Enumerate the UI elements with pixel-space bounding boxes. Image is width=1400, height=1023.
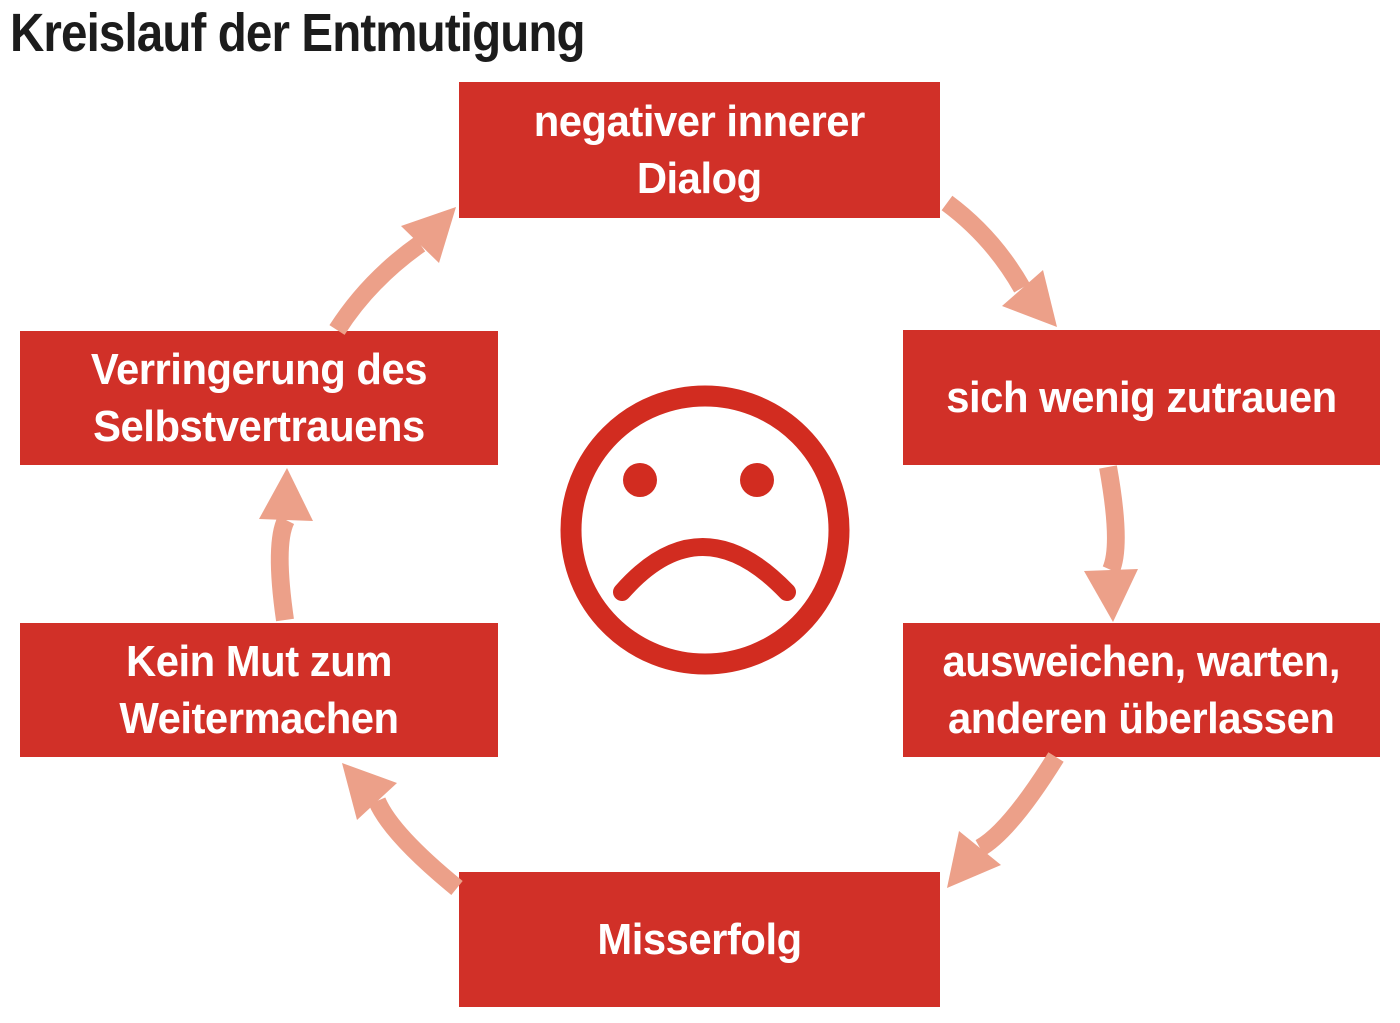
cycle-node-sich-wenig-zutrauen: sich wenig zutrauen bbox=[903, 330, 1380, 465]
flow-arrow-zutrauen-to-ausweichen bbox=[1084, 465, 1138, 622]
cycle-node-label: Kein Mut zum Weitermachen bbox=[119, 636, 399, 743]
cycle-node-verringerung: Verringerung des Selbstvertrauens bbox=[20, 331, 498, 465]
flow-arrow-keinmut-to-verringerung bbox=[259, 468, 313, 622]
cycle-node-label: Misserfolg bbox=[597, 914, 802, 964]
cycle-node-misserfolg: Misserfolg bbox=[459, 872, 940, 1007]
flow-arrow-verringerung-to-dialog bbox=[329, 207, 456, 335]
cycle-node-label: negativer innerer Dialog bbox=[533, 96, 866, 203]
cycle-node-label: ausweichen, warten, anderen überlassen bbox=[942, 636, 1341, 743]
flow-arrow-dialog-to-zutrauen bbox=[941, 195, 1057, 327]
cycle-node-ausweichen-warten: ausweichen, warten, anderen überlassen bbox=[903, 623, 1380, 757]
cycle-node-label: sich wenig zutrauen bbox=[946, 372, 1337, 422]
page-title: Kreislauf der Entmutigung bbox=[10, 3, 586, 63]
flow-arrow-ausweichen-to-misserfolg bbox=[947, 752, 1064, 888]
cycle-node-negativer-innerer-dialog: negativer innerer Dialog bbox=[459, 82, 940, 218]
cycle-node-label: Verringerung des Selbstvertrauens bbox=[90, 344, 428, 451]
sad-face-icon bbox=[560, 385, 850, 675]
flow-arrow-misserfolg-to-keinmut bbox=[342, 763, 463, 895]
cycle-node-kein-mut: Kein Mut zum Weitermachen bbox=[20, 623, 498, 757]
